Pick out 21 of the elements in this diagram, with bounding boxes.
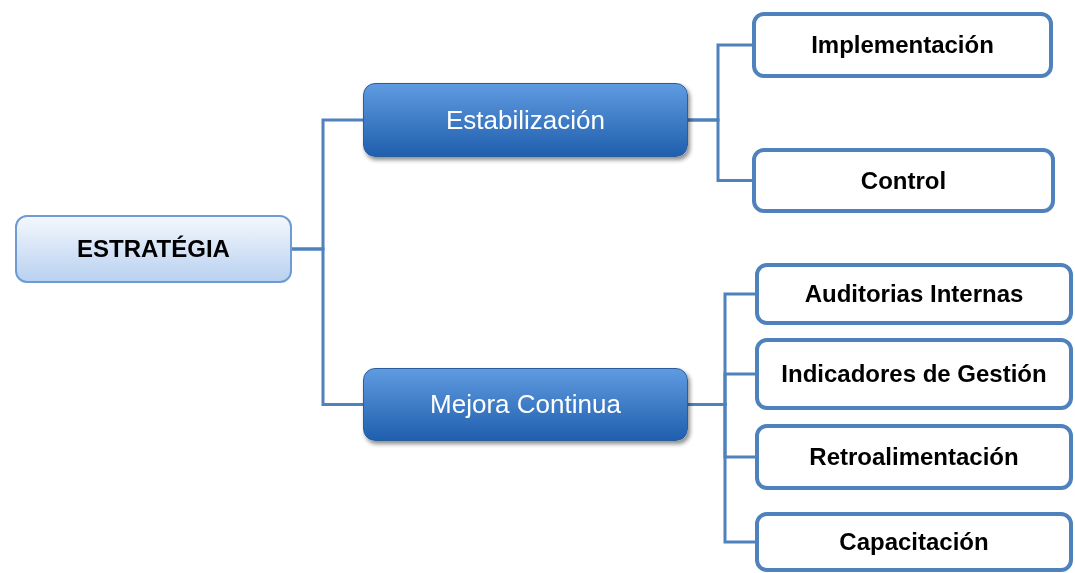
connector-line <box>688 403 755 544</box>
node-label: Estabilización <box>446 103 605 137</box>
node-label: Capacitación <box>839 527 989 557</box>
leaf-node-box <box>755 512 1073 572</box>
node-label: ESTRATÉGIA <box>77 234 230 264</box>
node-label: Mejora Continua <box>430 388 621 421</box>
connector-line <box>688 118 752 182</box>
leaf-node-box <box>752 148 1055 213</box>
connector-line <box>292 247 363 406</box>
leaf-node-box <box>755 263 1073 325</box>
leaf-node-box <box>752 12 1053 78</box>
node-label: Retroalimentación <box>809 442 1019 472</box>
node-label: Control <box>860 165 947 196</box>
branch-node-box <box>363 83 688 157</box>
node-label: Implementación <box>811 30 994 60</box>
node-label: Auditorias Internas <box>804 279 1024 309</box>
root-node-box <box>15 215 292 283</box>
node-label: Indicadores de Gestión <box>781 359 1047 389</box>
leaf-node-box <box>755 338 1073 410</box>
branch-node-box <box>363 368 688 441</box>
leaf-node-box <box>755 424 1073 490</box>
